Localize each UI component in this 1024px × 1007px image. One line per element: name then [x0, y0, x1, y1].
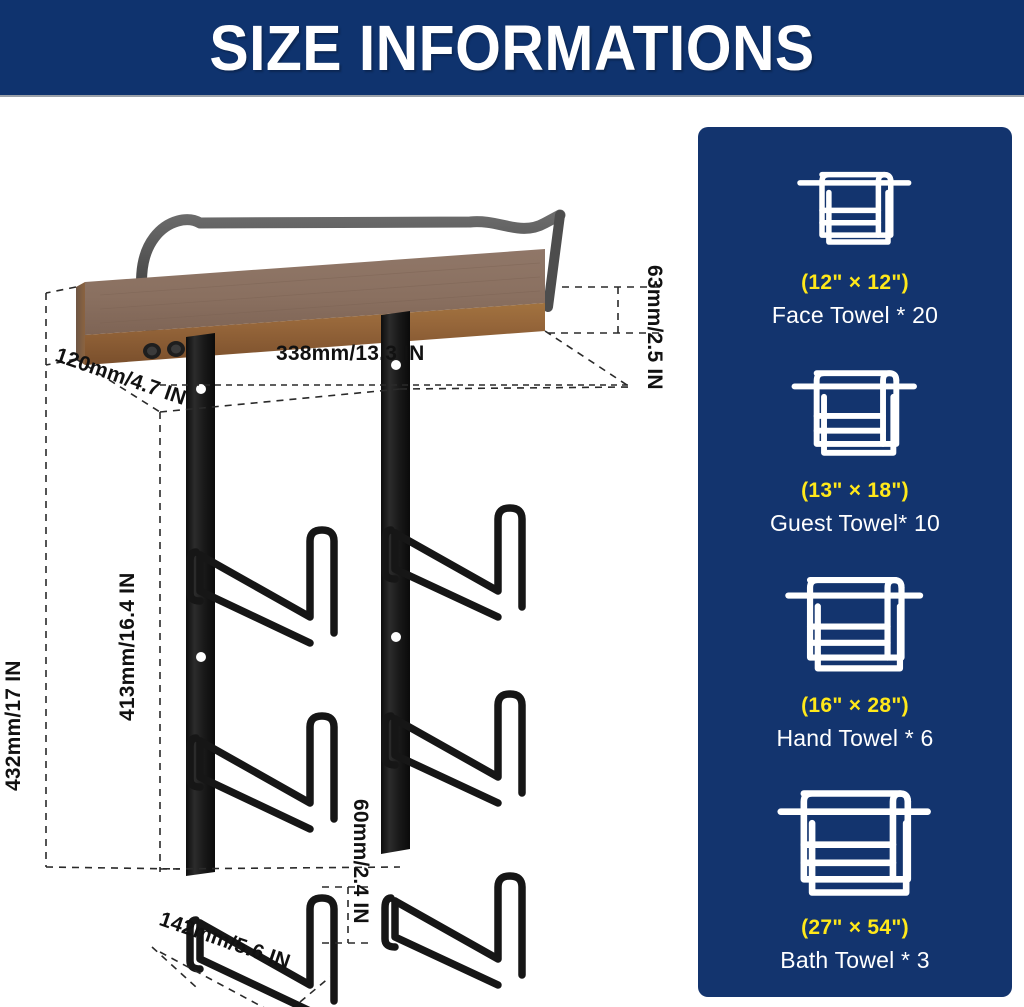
towel-hooks-right [381, 504, 526, 989]
towel-name-label: Hand Towel * 6 [776, 724, 934, 751]
towel-size-label: (13" × 18") [801, 479, 909, 503]
shelf-guard-rail [136, 209, 566, 339]
header-banner: SIZE INFORMATIONS [0, 0, 1024, 95]
product-dimension-diagram: 120mm/4.7 IN 338mm/13.3 IN 63mm/2.5 IN 4… [0, 97, 698, 1007]
towel-size-label: (16" × 28") [801, 693, 909, 717]
towel-capacity-panel: (12" × 12") Face Towel * 20 (13" × 18") … [698, 127, 1012, 997]
towel-hook [381, 690, 526, 807]
towel-hook [186, 526, 338, 647]
towel-item-hand: (16" × 28") Hand Towel * 6 [698, 563, 1012, 752]
dimension-label-width: 338mm/13.3 IN [276, 342, 425, 365]
towel-hook [381, 872, 526, 989]
towel-hook [186, 712, 338, 833]
header-divider [0, 95, 1024, 97]
dimension-lines [45, 286, 660, 1007]
dimension-label-total-height: 432mm/17 IN [2, 660, 25, 791]
towel-size-label: (12" × 12") [801, 270, 909, 294]
towel-hooks-left [186, 526, 338, 1007]
towel-hook [381, 504, 526, 621]
towel-icon [797, 171, 912, 245]
dimension-label-bar-height: 413mm/16.4 IN [116, 572, 139, 721]
towel-icon [777, 790, 931, 897]
towel-rack-illustration [45, 209, 660, 1007]
towel-item-bath: (27" × 54") Bath Towel * 3 [698, 777, 1012, 974]
towel-hook [186, 894, 338, 1007]
towel-name-label: Guest Towel* 10 [769, 510, 941, 537]
dimension-label-rail-height: 63mm/2.5 IN [643, 265, 666, 390]
towel-icon [791, 370, 917, 457]
towel-size-label: (27" × 54") [801, 916, 909, 940]
mounting-screws [143, 341, 185, 359]
towel-item-face: (12" × 12") Face Towel * 20 [698, 154, 1012, 329]
towel-name-label: Face Towel * 20 [771, 301, 939, 328]
page-title: SIZE INFORMATIONS [209, 11, 815, 84]
towel-name-label: Bath Towel * 3 [780, 947, 930, 974]
towel-icon [785, 576, 924, 672]
dimension-label-hook-height: 60mm/2.4 IN [349, 799, 372, 924]
towel-item-guest: (13" × 18") Guest Towel* 10 [698, 354, 1012, 537]
